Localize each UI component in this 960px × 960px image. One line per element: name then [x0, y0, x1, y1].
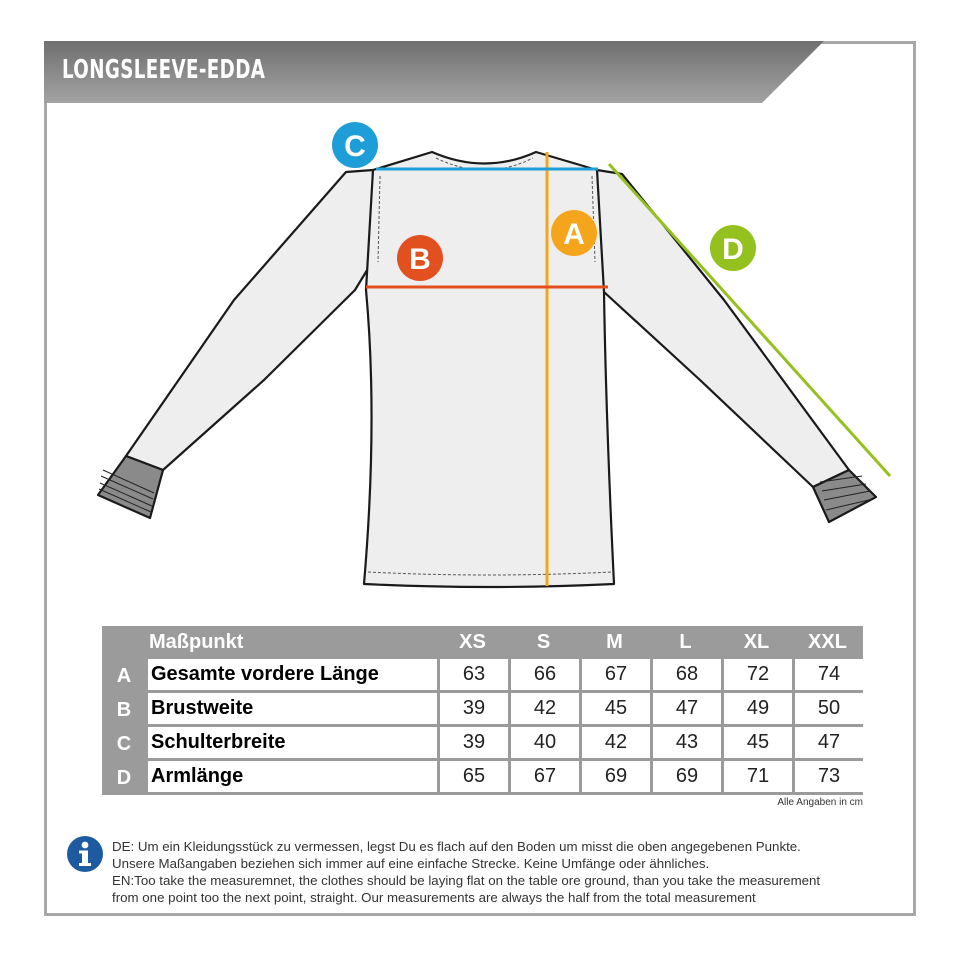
header-size: M [579, 626, 650, 659]
row-key: A [102, 659, 146, 693]
svg-text:D: D [722, 233, 744, 266]
table-cell: 39 [437, 693, 508, 727]
svg-text:A: A [563, 218, 585, 251]
table-cell: 47 [792, 727, 863, 761]
svg-text:C: C [344, 130, 366, 163]
table-corner [102, 626, 146, 659]
row-name: Brustweite [146, 693, 437, 727]
table-cell: 67 [579, 659, 650, 693]
table-cell: 66 [508, 659, 579, 693]
row-key: B [102, 693, 146, 727]
title-banner [44, 41, 824, 103]
row-key: C [102, 727, 146, 761]
table-cell: 63 [437, 659, 508, 693]
instruction-line: EN:Too take the measuremnet, the clothes… [112, 873, 821, 888]
table-cell: 42 [508, 693, 579, 727]
measure-badge-a: A [551, 210, 597, 256]
row-name: Schulterbreite [146, 727, 437, 761]
table-cell: 50 [792, 693, 863, 727]
table-cell: 39 [437, 727, 508, 761]
table-header-row: Maßpunkt XS S M L XL XXL [102, 626, 863, 659]
header-masspunkt: Maßpunkt [146, 626, 437, 659]
longsleeve-drawing [96, 150, 878, 589]
instruction-line: DE: Um ein Kleidungsstück zu vermessen, … [112, 839, 801, 854]
table-cell: 42 [579, 727, 650, 761]
measure-badge-c: C [332, 122, 378, 168]
units-note: Alle Angaben in cm [777, 797, 863, 808]
table-cell: 45 [579, 693, 650, 727]
measure-badge-d: D [710, 225, 756, 271]
header-size: XXL [792, 626, 863, 659]
size-table: Maßpunkt XS S M L XL XXL A Gesamte vorde… [102, 626, 863, 795]
table-row: D Armlänge 65 67 69 69 71 73 [102, 761, 863, 795]
table-cell: 68 [650, 659, 721, 693]
instruction-line: from one point too the next point, strai… [112, 890, 756, 905]
row-key: D [102, 761, 146, 795]
table-cell: 40 [508, 727, 579, 761]
header-size: XS [437, 626, 508, 659]
table-cell: 73 [792, 761, 863, 795]
row-name: Gesamte vordere Länge [146, 659, 437, 693]
garment-illustration: C A B D [96, 122, 892, 589]
svg-text:B: B [409, 243, 431, 276]
table-cell: 69 [650, 761, 721, 795]
table-cell: 43 [650, 727, 721, 761]
table-row: B Brustweite 39 42 45 47 49 50 [102, 693, 863, 727]
table-cell: 74 [792, 659, 863, 693]
table-row: A Gesamte vordere Länge 63 66 67 68 72 7… [102, 659, 863, 693]
row-name: Armlänge [146, 761, 437, 795]
instruction-line: Unsere Maßangaben beziehen sich immer au… [112, 856, 710, 871]
page-title: LONGSLEEVE-EDDA [62, 55, 266, 85]
table-cell: 47 [650, 693, 721, 727]
table-cell: 65 [437, 761, 508, 795]
table-row: C Schulterbreite 39 40 42 43 45 47 [102, 727, 863, 761]
measure-line-d [607, 162, 892, 478]
header-size: L [650, 626, 721, 659]
table-cell: 67 [508, 761, 579, 795]
header-size: S [508, 626, 579, 659]
table-cell: 72 [721, 659, 792, 693]
measure-badge-b: B [397, 235, 443, 281]
table-cell: 71 [721, 761, 792, 795]
table-cell: 49 [721, 693, 792, 727]
measurement-instructions: DE: Um ein Kleidungsstück zu vermessen, … [112, 838, 912, 906]
table-cell: 45 [721, 727, 792, 761]
info-icon [67, 836, 103, 872]
header-size: XL [721, 626, 792, 659]
table-cell: 69 [579, 761, 650, 795]
